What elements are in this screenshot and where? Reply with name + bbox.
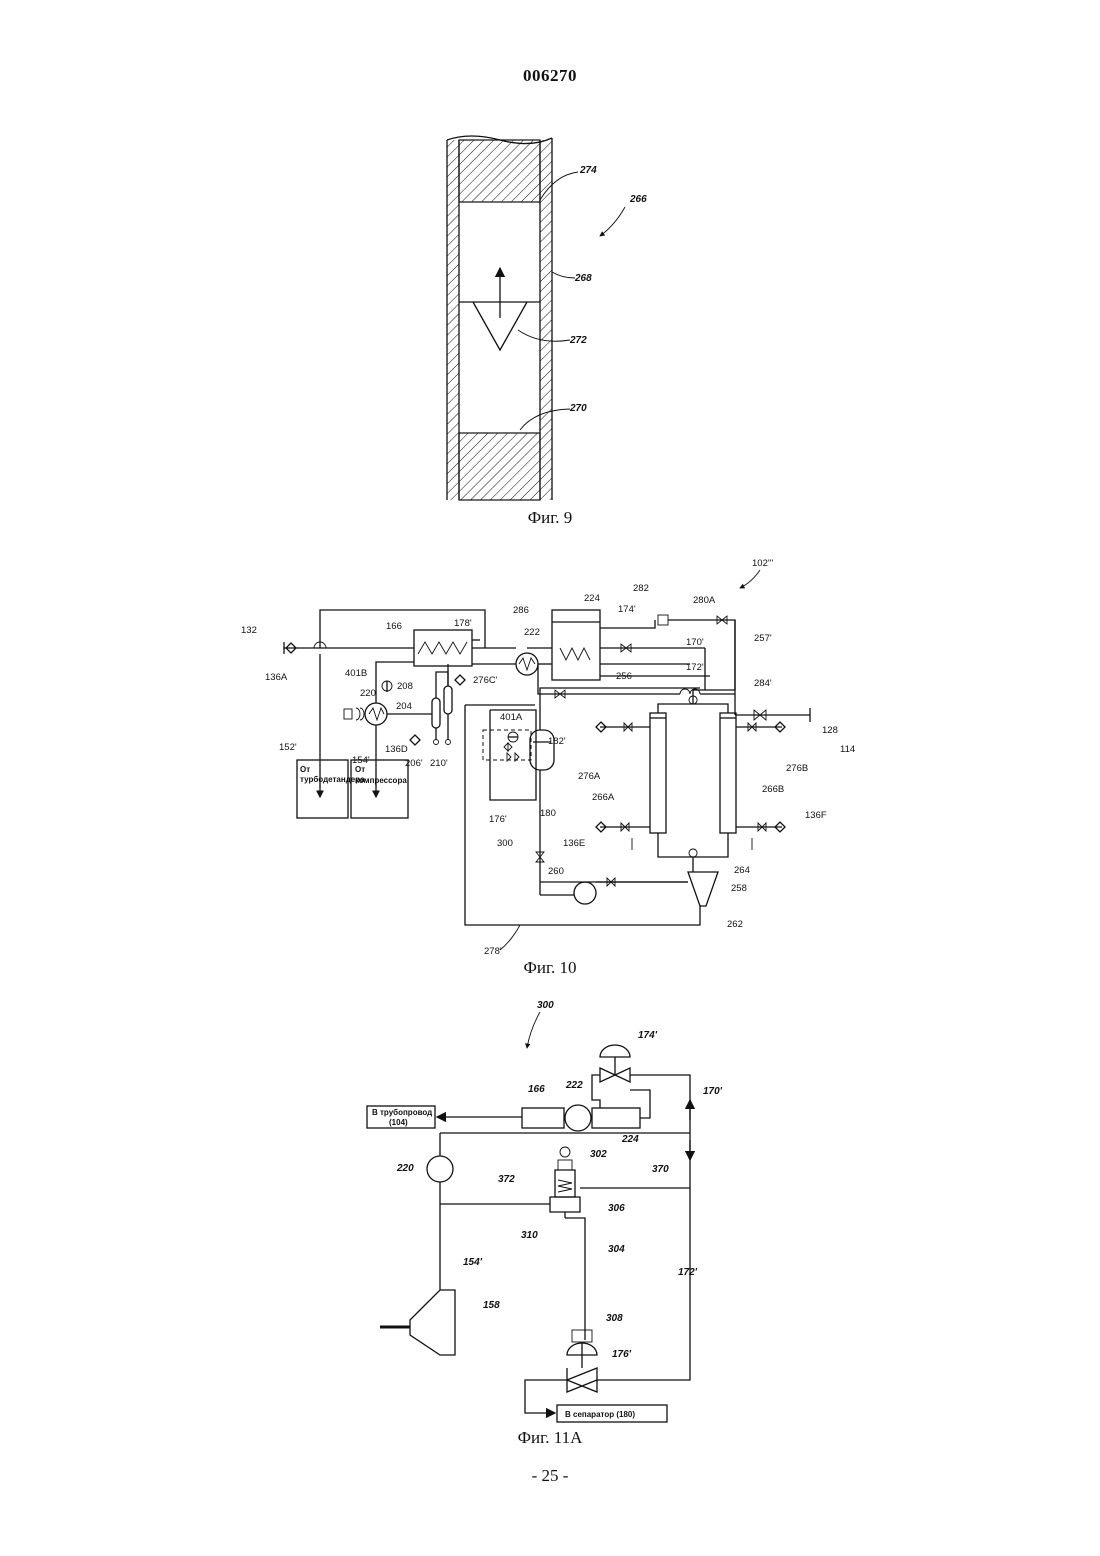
f11-label-222: 222 (565, 1080, 583, 1091)
f10-label-166: 166 (386, 621, 402, 632)
comp-box-line1: От (355, 765, 365, 774)
f11-label-154: 154' (463, 1257, 483, 1268)
f11-label-172: 172' (678, 1267, 698, 1278)
f10-label-136D: 136D (385, 744, 408, 755)
f10-label-128: 128 (822, 725, 838, 736)
figure-9-flow-meter: 274 266 268 272 270 (447, 136, 647, 500)
f11-label-300: 300 (537, 1000, 554, 1011)
f11-label-370: 370 (652, 1164, 669, 1175)
separator-box-text: В сепаратор (180) (565, 1410, 635, 1419)
f10-label-256: 256 (616, 671, 632, 682)
label-266: 266 (629, 194, 647, 205)
f10-label-182: 182' (548, 736, 566, 747)
f11-label-174: 174' (638, 1030, 658, 1041)
f10-label-174: 174' (618, 604, 636, 615)
f11-label-372: 372 (498, 1174, 515, 1185)
f10-label-266A: 266A (592, 792, 615, 803)
label-274: 274 (579, 165, 597, 176)
f10-label-282: 282 (633, 583, 649, 594)
f10-label-257: 257' (754, 633, 772, 644)
f10-label-136A: 136A (265, 672, 288, 683)
f10-label-176: 176' (489, 814, 507, 825)
f11-label-224: 224 (621, 1134, 639, 1145)
f10-label-220: 220 (360, 688, 376, 699)
f10-label-264: 264 (734, 865, 750, 876)
f10-label-280A: 280A (693, 595, 716, 606)
f11-label-220: 220 (396, 1163, 414, 1174)
f10-label-206: 206' (405, 758, 423, 769)
f10-label-114: 114 (840, 744, 855, 755)
f10-label-278: 278' (484, 946, 502, 957)
f11-label-304: 304 (608, 1244, 625, 1255)
f11-label-302: 302 (590, 1149, 607, 1160)
figure-11a-control-diagram: В трубопровод (104) (367, 1000, 723, 1422)
f10-label-258: 258 (731, 883, 747, 894)
label-270: 270 (569, 403, 587, 414)
f10-label-262: 262 (727, 919, 743, 930)
f10-label-266B: 266B (762, 784, 784, 795)
label-268: 268 (574, 273, 592, 284)
label-272: 272 (569, 335, 587, 346)
f10-label-224: 224 (584, 593, 600, 604)
figure-10-process-diagram: От турбодетандера От компрессора (241, 558, 855, 957)
f10-label-222: 222 (524, 627, 540, 638)
f10-label-180: 180 (540, 808, 556, 819)
f11-label-176: 176' (612, 1349, 632, 1360)
f10-label-276B: 276B (786, 763, 808, 774)
f10-label-401A: 401A (500, 712, 523, 723)
f10-label-208: 208 (397, 681, 413, 692)
page-number: - 25 - (0, 1466, 1100, 1486)
f10-label-300: 300 (497, 838, 513, 849)
f10-label-401B: 401B (345, 668, 367, 679)
pipeline-box-line1: В трубопровод (372, 1108, 432, 1117)
f10-label-276A: 276A (578, 771, 601, 782)
f11-label-308: 308 (606, 1313, 623, 1324)
comp-box-line2: компрессора (355, 776, 407, 785)
figure-11a-caption: Фиг. 11А (490, 1428, 610, 1448)
f11-label-170: 170' (703, 1086, 723, 1097)
f10-label-260: 260 (548, 866, 564, 877)
f10-label-154: 154' (352, 755, 370, 766)
f11-label-158: 158 (483, 1300, 500, 1311)
f10-label-210: 210' (430, 758, 448, 769)
f11-label-166: 166 (528, 1084, 545, 1095)
f10-label-172: 172' (686, 662, 704, 673)
f11-label-306: 306 (608, 1203, 625, 1214)
f10-label-102: 102''' (752, 558, 773, 569)
f10-label-178: 178' (454, 618, 472, 629)
f10-label-136F: 136F (805, 810, 827, 821)
f10-label-136E: 136E (563, 838, 585, 849)
figure-9-caption: Фиг. 9 (490, 508, 610, 528)
f10-label-284: 284' (754, 678, 772, 689)
f10-label-152: 152' (279, 742, 297, 753)
f11-label-310: 310 (521, 1230, 538, 1241)
f10-label-276C: 276C' (473, 675, 498, 686)
f10-label-170: 170' (686, 637, 704, 648)
f10-label-132: 132 (241, 625, 257, 636)
figure-10-caption: Фиг. 10 (490, 958, 610, 978)
pipeline-box-line2: (104) (389, 1118, 408, 1127)
turbo-box-line1: От (300, 765, 310, 774)
f10-label-286: 286 (513, 605, 529, 616)
f10-label-204: 204 (396, 701, 412, 712)
